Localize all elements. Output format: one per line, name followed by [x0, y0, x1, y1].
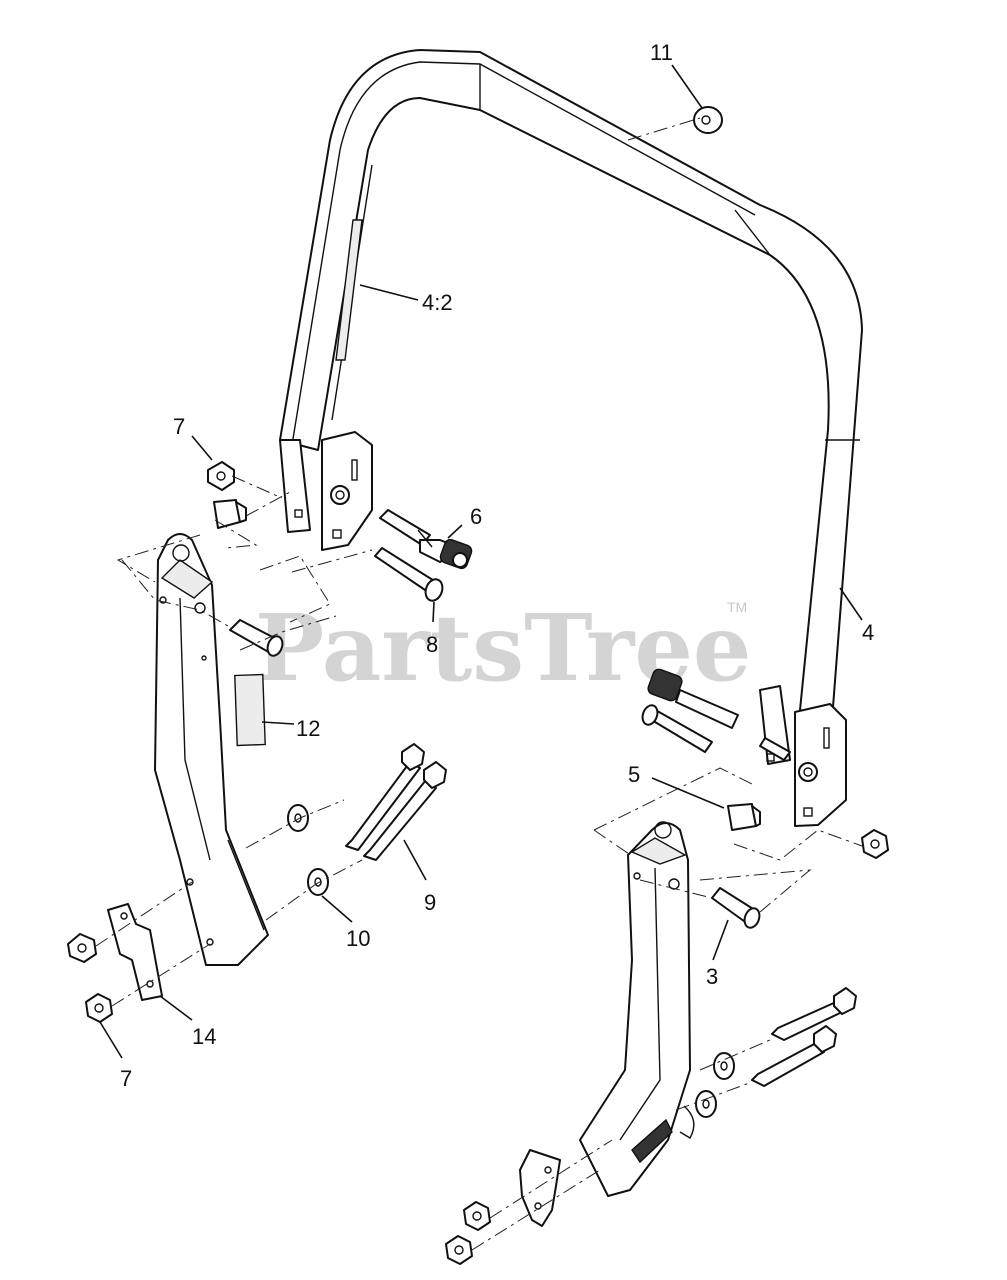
callout-6: 6	[470, 504, 482, 529]
callout-9: 9	[424, 890, 436, 915]
bolts-9	[345, 743, 857, 1087]
left-pin-hardware	[229, 509, 473, 657]
leader-lines	[99, 64, 863, 1059]
callout-14: 14	[192, 1024, 216, 1049]
callout-7-bottom: 7	[120, 1066, 132, 1091]
callout-10: 10	[346, 926, 370, 951]
mount-brackets	[107, 903, 561, 1227]
assembly-lines	[95, 117, 863, 1251]
right-pin-hardware	[641, 668, 791, 929]
nuts-and-washers	[67, 106, 889, 1265]
callout-5: 5	[628, 762, 640, 787]
left-upright-post	[154, 533, 269, 966]
callout-4: 4	[862, 620, 874, 645]
watermark-trademark: TM	[727, 599, 747, 615]
left-pivot-plate	[279, 431, 373, 551]
latch-knobs	[213, 499, 761, 831]
callout-11: 11	[650, 40, 673, 65]
decal-12	[234, 673, 266, 747]
decal-strip	[335, 219, 363, 361]
callout-8: 8	[426, 632, 438, 657]
right-upright-post	[579, 821, 695, 1197]
callout-3: 3	[706, 964, 718, 989]
callout-7-top: 7	[173, 414, 185, 439]
callout-12: 12	[296, 716, 320, 741]
right-pivot-plate	[759, 685, 847, 827]
callout-labels: 11 4:2 7 6 8 4 12 5 9 10 3 14 7	[120, 40, 874, 1091]
callout-4-2: 4:2	[422, 290, 453, 315]
